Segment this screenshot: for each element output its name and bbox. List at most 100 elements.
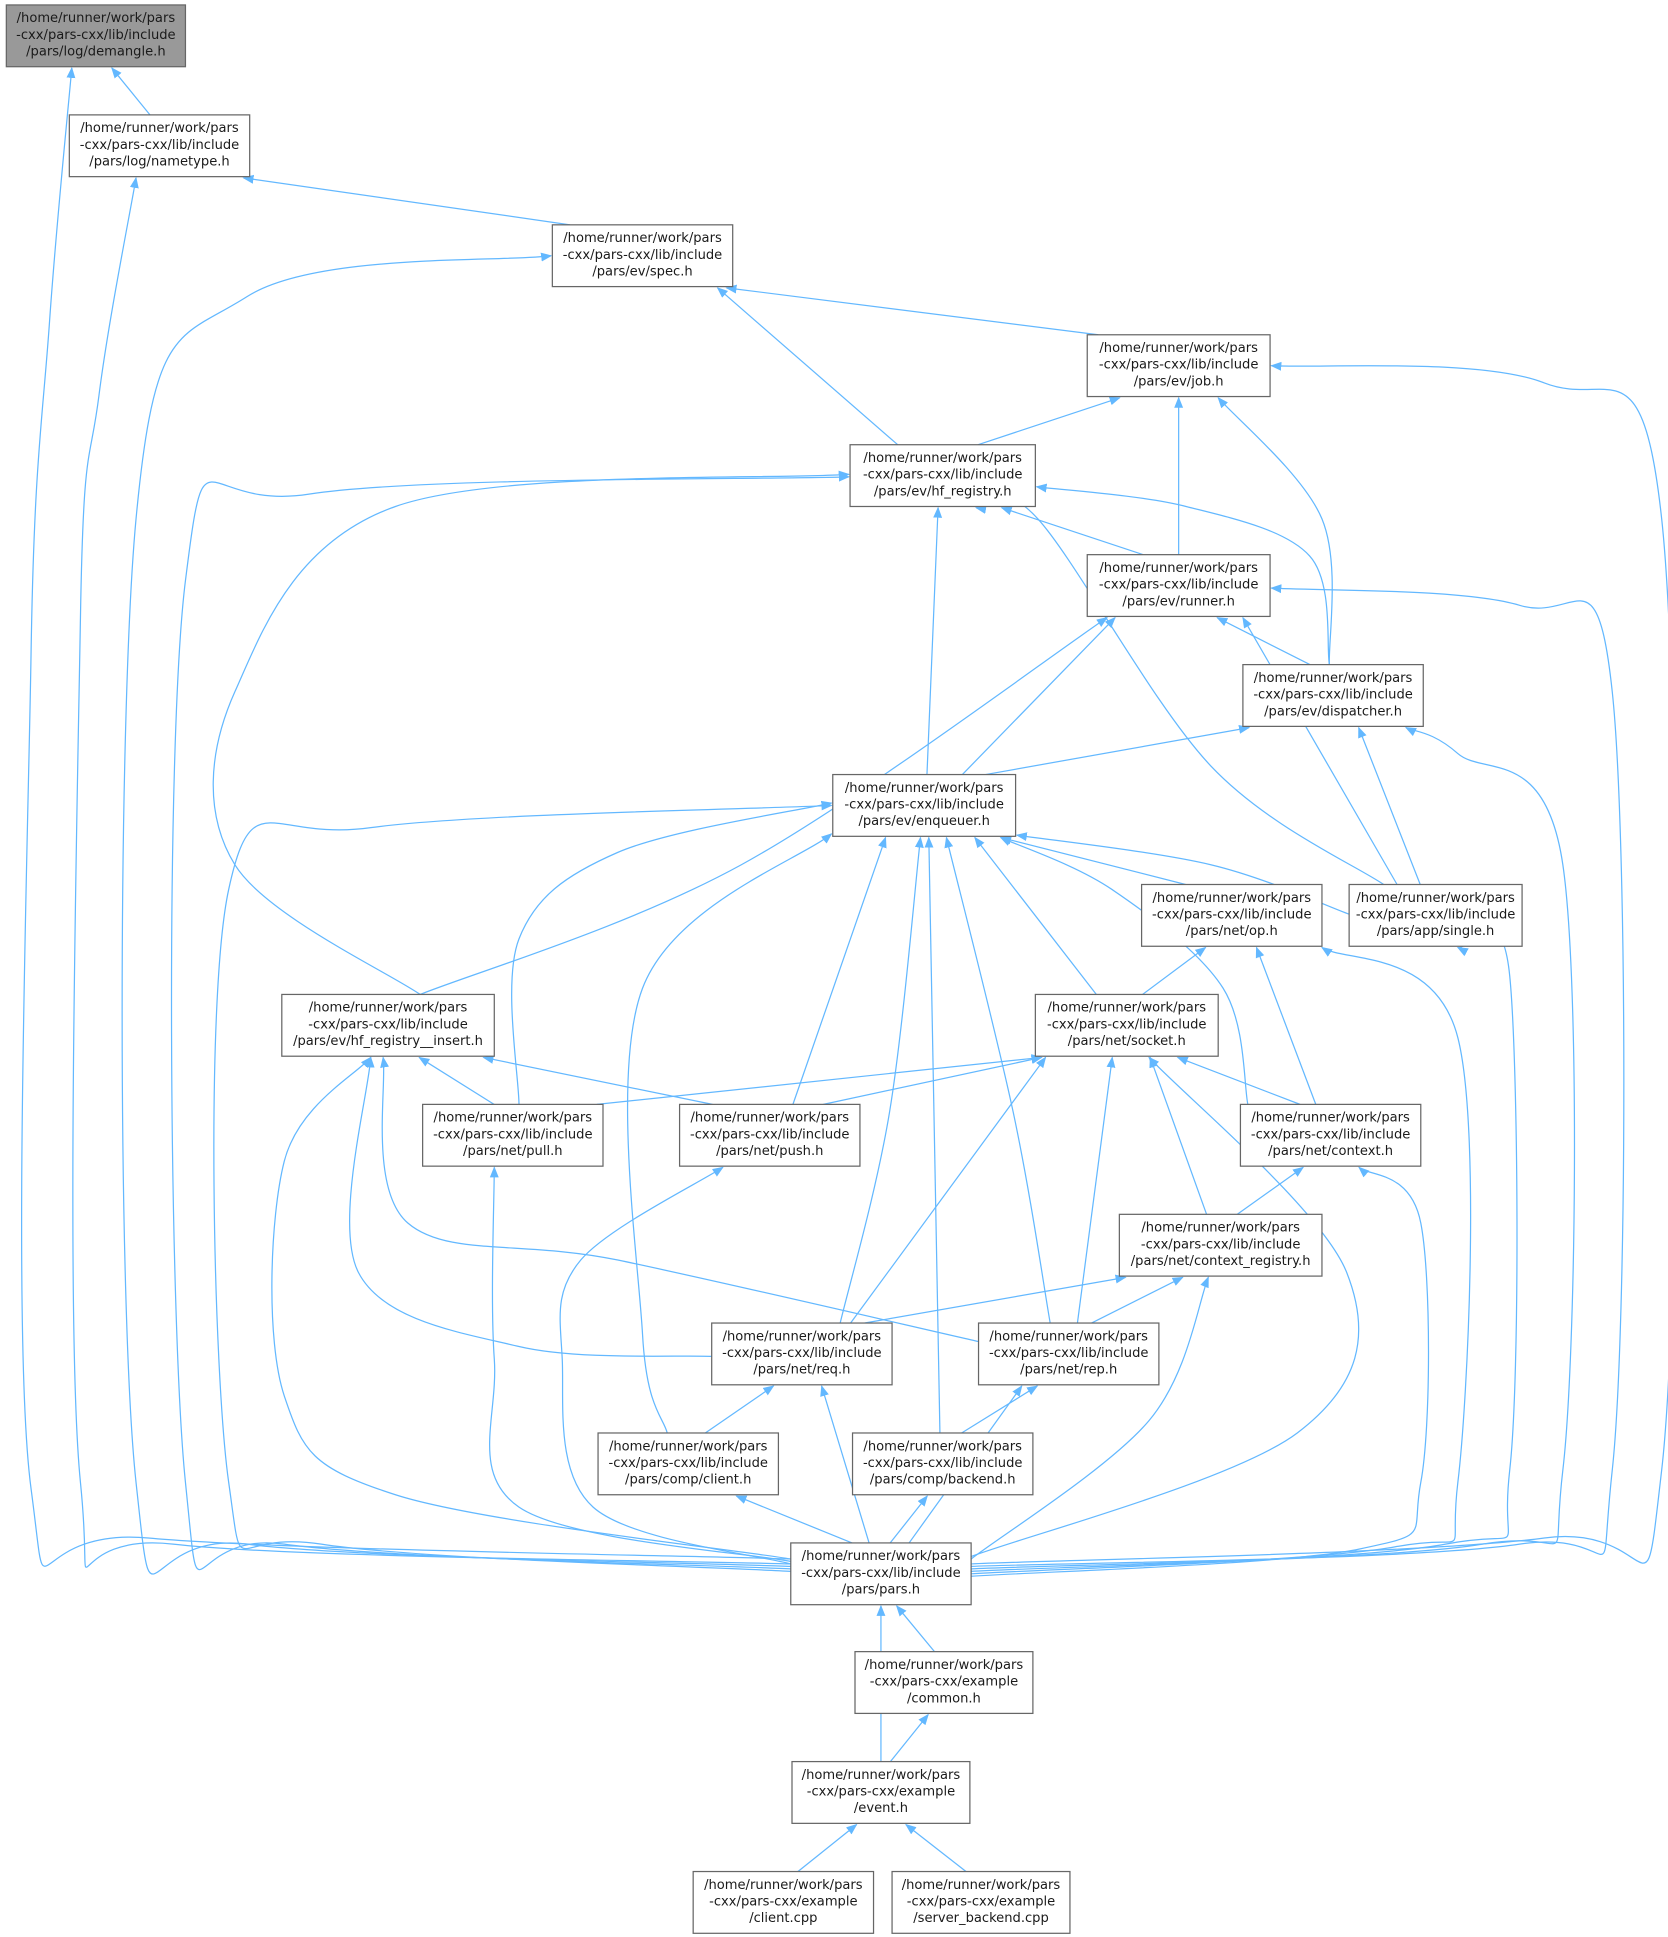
node-hf-registry[interactable]: /home/runner/work/pars-cxx/pars-cxx/lib/… <box>849 444 1036 508</box>
edges-layer <box>21 66 1668 1873</box>
node-label-line: -cxx/pars-cxx/lib/include <box>80 138 239 153</box>
node-label-line: -cxx/pars-cxx/lib/include <box>1356 907 1515 922</box>
node-context-registry[interactable]: /home/runner/work/pars-cxx/pars-cxx/lib/… <box>1118 1213 1323 1277</box>
node-label-line: /home/runner/work/pars <box>802 1549 961 1564</box>
node-label-line: /pars/net/rep.h <box>1020 1363 1117 1378</box>
node-box <box>832 773 1017 837</box>
node-dispatcher[interactable]: /home/runner/work/pars-cxx/pars-cxx/lib/… <box>1242 663 1424 727</box>
node-label-line: -cxx/pars-cxx/lib/include <box>308 1017 467 1032</box>
node-box <box>678 1103 861 1167</box>
edge-pars-to-req <box>820 1384 870 1544</box>
node-server-backend-cpp[interactable]: /home/runner/work/pars-cxx/pars-cxx/exam… <box>891 1870 1071 1934</box>
node-label-line: /home/runner/work/pars <box>1099 341 1258 356</box>
node-spec[interactable]: /home/runner/work/pars-cxx/pars-cxx/lib/… <box>551 224 734 288</box>
node-label-line: -cxx/pars-cxx/lib/include <box>863 1456 1022 1471</box>
node-comp-client[interactable]: /home/runner/work/pars -cxx/pars-cxx/lib/… <box>597 1432 780 1496</box>
node-label-line: /home/runner/work/pars <box>609 1439 768 1454</box>
node-label-line: /home/runner/work/pars <box>1254 671 1413 686</box>
edge-pars-to-job <box>971 361 1668 1565</box>
node-label-line: /home/runner/work/pars <box>902 1878 1061 1893</box>
node-push[interactable]: /home/runner/work/pars-cxx/pars-cxx/lib/… <box>678 1103 861 1167</box>
node-label-line: /home/runner/work/pars <box>704 1878 863 1893</box>
node-label-line: /home/runner/work/pars <box>1099 561 1258 576</box>
edge-context-to-socket <box>1176 1056 1301 1105</box>
node-enqueuer[interactable]: /home/runner/work/pars-cxx/pars-cxx/lib/… <box>832 773 1017 837</box>
edge-pars-to-enqueuer <box>213 801 833 1572</box>
node-rep[interactable]: /home/runner/work/pars-cxx/pars-cxx/lib/… <box>977 1322 1160 1386</box>
node-box <box>854 1651 1034 1715</box>
node-socket[interactable]: /home/runner/work/pars-cxx/pars-cxx/lib/… <box>1034 993 1219 1057</box>
edge-enqueuer-to-hf_registry <box>926 506 943 775</box>
node-label-line: -cxx/pars-cxx/lib/include <box>690 1127 849 1142</box>
edge-dispatcher-to-runner <box>1216 617 1311 666</box>
node-runner[interactable]: /home/runner/work/pars-cxx/pars-cxx/lib/… <box>1086 554 1271 618</box>
edge-pars-to-nametype <box>72 176 791 1568</box>
node-label-line: /pars/net/pull.h <box>463 1144 563 1159</box>
node-label-line: /pars/net/context.h <box>1268 1144 1393 1159</box>
node-box <box>692 1870 875 1934</box>
edge-pars-to-context_registry <box>970 1276 1209 1560</box>
node-label-line: -cxx/pars-cxx/lib/include <box>563 248 722 263</box>
edge-pull-to-socket <box>596 1054 1043 1106</box>
node-label-line: /home/runner/work/pars <box>802 1768 961 1783</box>
node-box <box>1242 663 1424 727</box>
node-op[interactable]: /home/runner/work/pars-cxx/pars-cxx/lib/… <box>1140 883 1323 947</box>
node-box <box>977 1322 1160 1386</box>
node-label-line: -cxx/pars-cxx/example <box>907 1894 1055 1909</box>
node-label-line: /home/runner/work/pars <box>989 1329 1148 1344</box>
node-label-line: /home/runner/work/pars <box>1048 1001 1207 1016</box>
edge-context_registry-to-context <box>1236 1166 1305 1215</box>
edge-runner-to-hf_registry <box>1000 506 1144 556</box>
edge-pars-to-comp_backend <box>889 1495 928 1544</box>
node-pars[interactable]: /home/runner/work/pars-cxx/pars-cxx/lib/… <box>790 1542 972 1606</box>
node-label-line: /event.h <box>854 1801 908 1816</box>
edge-event-to-common <box>889 1713 929 1762</box>
node-event[interactable]: /home/runner/work/pars-cxx/pars-cxx/exam… <box>791 1760 971 1824</box>
edge-context-to-op <box>1255 946 1317 1105</box>
node-label-line: /pars/ev/dispatcher.h <box>1264 704 1402 719</box>
node-box <box>851 1432 1034 1496</box>
node-box <box>1348 883 1523 947</box>
node-nametype[interactable]: /home/runner/work/pars-cxx/pars-cxx/lib/… <box>68 114 251 178</box>
edge-push-to-enqueuer <box>792 836 887 1105</box>
nodes-layer: /home/runner/work/pars-cxx/pars-cxx/lib/… <box>5 4 1523 1934</box>
node-common[interactable]: /home/runner/work/pars-cxx/pars-cxx/exam… <box>854 1651 1034 1715</box>
node-box <box>422 1103 604 1167</box>
node-box <box>1034 993 1219 1057</box>
edge-spec-to-nametype <box>242 174 571 226</box>
edge-pars-to-context <box>971 1166 1430 1577</box>
node-label-line: -cxx/pars-cxx/lib/include <box>863 468 1022 483</box>
edge-single-to-dispatcher <box>1358 726 1421 885</box>
node-hf-insert[interactable]: /home/runner/work/pars-cxx/pars-cxx/lib/… <box>281 993 495 1057</box>
node-label-line: /pars/ev/spec.h <box>592 264 692 279</box>
edge-pars-to-single <box>971 929 1518 1572</box>
node-label-line: /home/runner/work/pars <box>1153 891 1312 906</box>
node-job[interactable]: /home/runner/work/pars-cxx/pars-cxx/lib/… <box>1086 334 1271 398</box>
node-label-line: /pars/net/op.h <box>1186 924 1278 939</box>
edge-rep-to-hf_insert <box>380 1056 979 1343</box>
node-single[interactable]: /home/runner/work/pars-cxx/pars-cxx/lib/… <box>1348 883 1523 947</box>
node-label-line: -cxx/pars-cxx/lib/include <box>608 1456 767 1471</box>
node-label-line: /server_backend.cpp <box>913 1911 1049 1926</box>
node-label-line: -cxx/pars-cxx/lib/include <box>1047 1017 1206 1032</box>
edge-socket-to-op <box>1142 946 1207 995</box>
edge-req-to-context_registry <box>864 1274 1127 1324</box>
edge-nametype-to-demangle <box>111 67 151 116</box>
node-box <box>711 1322 893 1386</box>
node-context[interactable]: /home/runner/work/pars-cxx/pars-cxx/lib/… <box>1239 1103 1422 1167</box>
edge-comp_backend-to-enqueuer <box>924 836 941 1433</box>
node-box <box>597 1432 780 1496</box>
node-label-line: /pars/ev/hf_registry__insert.h <box>293 1034 483 1049</box>
node-label-line: /home/runner/work/pars <box>17 11 176 26</box>
edge-rep-to-enqueuer <box>944 836 1051 1324</box>
node-label-line: /pars/net/context_registry.h <box>1131 1254 1311 1269</box>
node-req[interactable]: /home/runner/work/pars-cxx/pars-cxx/lib/… <box>711 1322 893 1386</box>
node-pull[interactable]: /home/runner/work/pars-cxx/pars-cxx/lib/… <box>422 1103 604 1167</box>
node-client-cpp[interactable]: /home/runner/work/pars-cxx/pars-cxx/exam… <box>692 1870 875 1934</box>
edge-req-to-enqueuer <box>839 836 924 1324</box>
node-box <box>1118 1213 1323 1277</box>
node-label-line: -cxx/pars-cxx/lib/include <box>1251 1127 1410 1142</box>
node-comp-backend[interactable]: /home/runner/work/pars-cxx/pars-cxx/lib/… <box>851 1432 1034 1496</box>
edge-comp_backend-to-rep <box>961 1385 1039 1434</box>
